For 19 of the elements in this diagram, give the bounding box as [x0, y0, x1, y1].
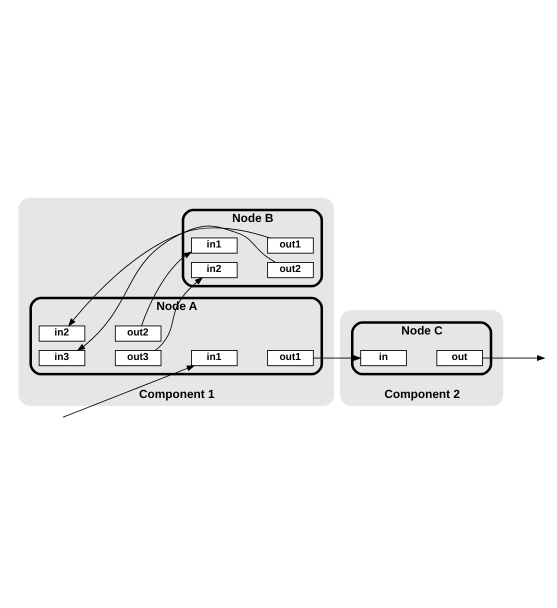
node-box: in3: [38, 350, 86, 366]
node-box: out2: [267, 262, 314, 278]
arrow: [62, 364, 196, 418]
arrow: [68, 226, 270, 326]
node-box: in1: [191, 350, 238, 366]
node-box: out2: [114, 325, 162, 342]
arrow: [141, 251, 192, 326]
node-box: in1: [191, 237, 238, 254]
arrow: [313, 354, 362, 361]
node-box: out1: [267, 350, 314, 366]
node-box: out: [436, 350, 483, 366]
node-box: out3: [114, 350, 162, 366]
arrow: [154, 276, 204, 350]
node-box: out1: [267, 237, 314, 254]
node-box: in2: [191, 262, 238, 278]
node-box: in: [360, 350, 407, 366]
arrow: [482, 354, 546, 361]
node-box: in2: [38, 325, 86, 342]
arrow: [76, 225, 276, 351]
